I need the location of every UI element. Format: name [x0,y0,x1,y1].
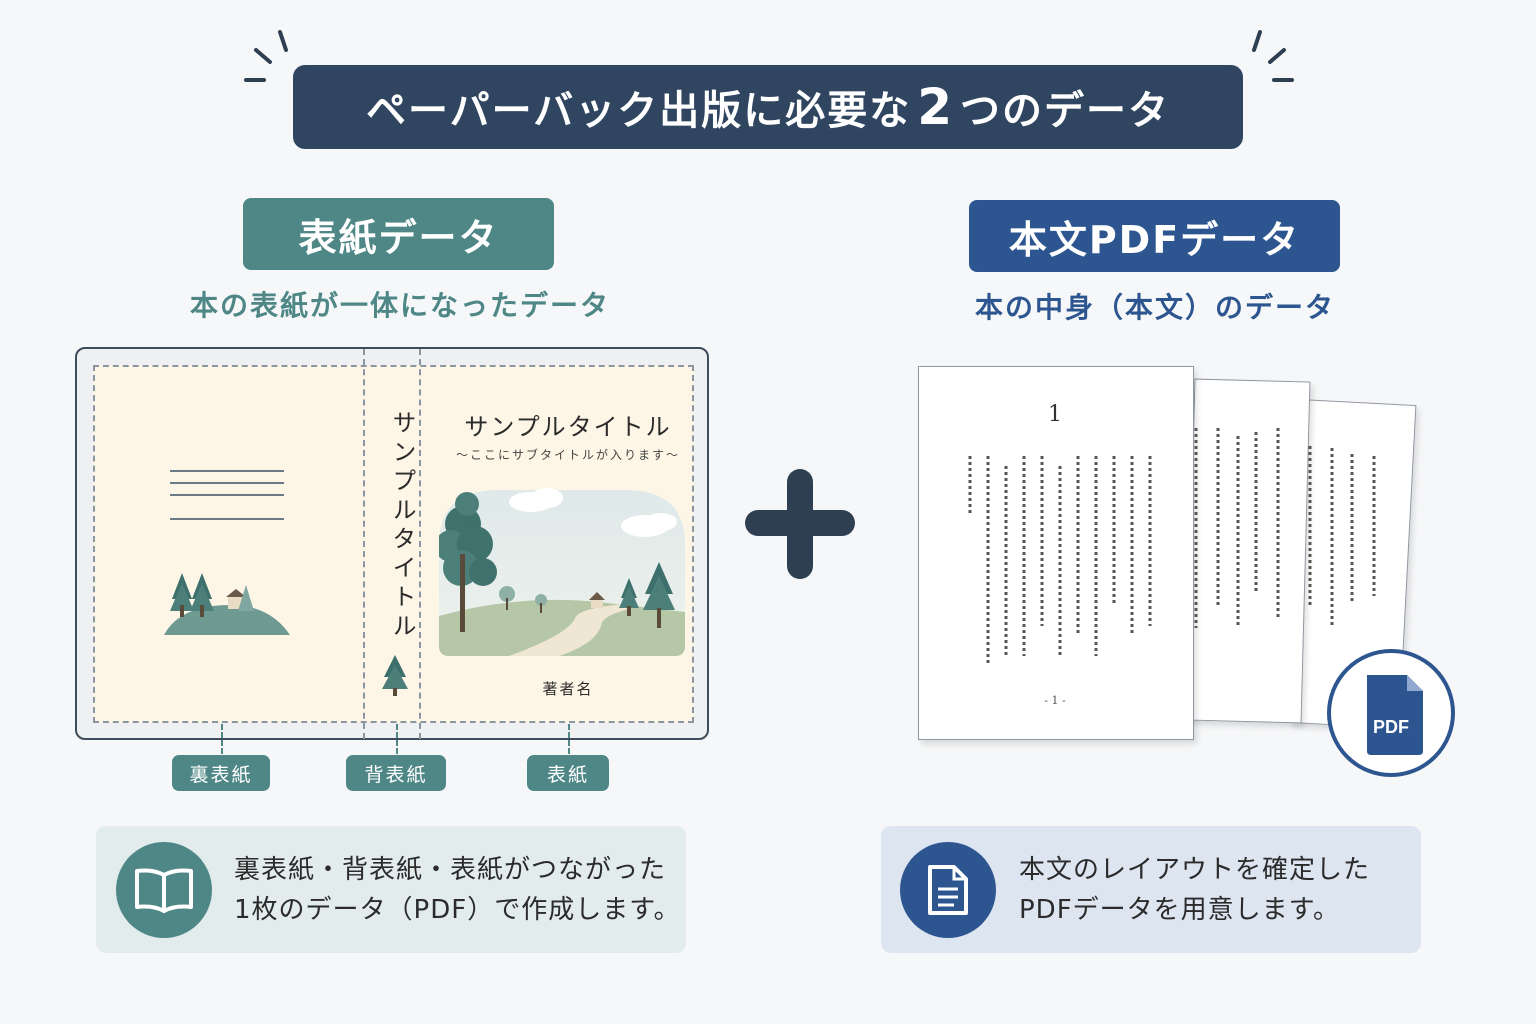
document-icon [900,842,996,938]
title-text: ペーパーバック出版に必要な [366,88,912,134]
plus-sign-vertical [787,469,813,579]
pdf-badge: PDF [1327,649,1455,777]
spine-connector [396,724,398,754]
page-footer-number: - 1 - [1044,694,1066,707]
front-page [918,366,1194,740]
page-number: 1 [1048,402,1062,427]
body-info-box: 本文のレイアウトを確定した PDFデータを用意します。 [881,826,1421,953]
body-data-subtitle: 本の中身（本文）のデータ [974,291,1335,324]
spine-left-fold [363,349,365,739]
pdf-file-icon [1367,675,1423,755]
front-cover-landscape [439,488,685,656]
front-cover-title: サンプルタイトル [464,413,672,441]
title-number: 2 [917,78,954,136]
back-cover-tag: 裏表紙 [172,755,270,791]
body-info-text: 本文のレイアウトを確定した PDFデータを用意します。 [1019,850,1370,930]
body-data-label: 本文PDFデータ [969,200,1340,272]
pdf-badge-label: PDF [1373,717,1409,737]
spine-tag: 背表紙 [346,755,446,791]
author-name: 著者名 [542,680,594,698]
front-cover-tag: 表紙 [527,755,609,791]
title-suffix: つのデータ [960,88,1170,134]
back-cover-illustration [164,470,290,635]
spine-right-fold [419,349,421,739]
cover-data-label: 表紙データ [243,198,554,270]
body-info-line2: PDFデータを用意します。 [1019,895,1341,925]
page-body-text [968,428,1376,666]
back-cover-connector [221,724,223,754]
cover-info-line1: 裏表紙・背表紙・表紙がつながった [234,855,667,885]
sparkle-left-decoration [244,30,288,82]
front-cover-subtitle: 〜ここにサブタイトルが入ります〜 [455,448,680,462]
open-book-icon [116,842,212,938]
spine-title: サンプルタイトル [388,410,416,642]
page-title: ペーパーバック出版に必要な 2 つのデータ [293,65,1243,149]
sparkle-right-decoration [1252,30,1294,82]
body-info-line1: 本文のレイアウトを確定した [1019,855,1371,885]
spine-tree-icon [382,655,408,696]
cover-info-line2: 1枚のデータ（PDF）で作成します。 [234,895,681,925]
cover-data-subtitle: 本の表紙が一体になったデータ [189,289,610,322]
front-cover-connector [568,724,570,754]
cover-info-box: 裏表紙・背表紙・表紙がつながった 1枚のデータ（PDF）で作成します。 [96,826,686,953]
cover-info-text: 裏表紙・背表紙・表紙がつながった 1枚のデータ（PDF）で作成します。 [234,850,681,930]
